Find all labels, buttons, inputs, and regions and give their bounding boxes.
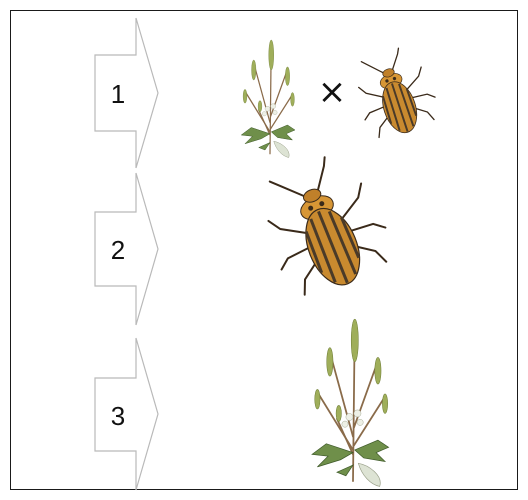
step-2-number: 2 xyxy=(111,235,125,265)
ragweed-plant-image xyxy=(241,40,295,158)
cross-symbol: × xyxy=(318,72,347,112)
step-3-arrow: 3 xyxy=(95,338,158,490)
step-1-number: 1 xyxy=(111,79,125,109)
ragweed-plant-image-large xyxy=(312,319,389,486)
beetle-image-small xyxy=(347,42,443,143)
step-2-arrow: 2 xyxy=(95,173,158,325)
step-3-number: 3 xyxy=(111,401,125,431)
step-1-arrow: 1 xyxy=(95,18,158,168)
beetle-image-large xyxy=(249,146,400,305)
